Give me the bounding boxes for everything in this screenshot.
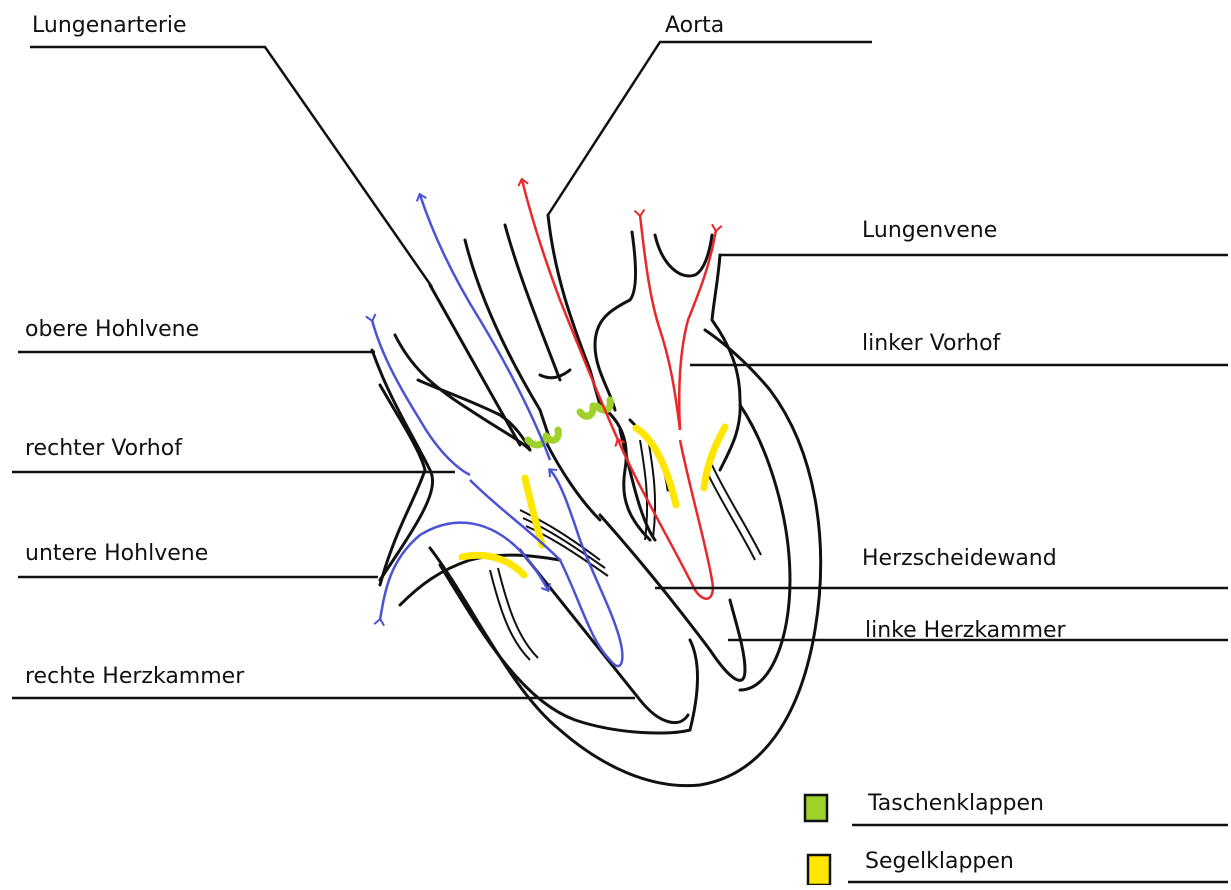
leader-aorta <box>548 42 872 215</box>
pocket-valve-aortic-1 <box>580 406 593 416</box>
sail-valve-tricuspid-2 <box>462 555 524 575</box>
label-rechter-vorhof: rechter Vorhof <box>25 436 183 461</box>
sail-valve-mitral-2 <box>704 427 725 488</box>
arterial-flow-vein-right <box>679 230 716 430</box>
pulmonary-vein-inner <box>655 235 712 276</box>
heart-inner-wall <box>440 565 698 733</box>
legend-swatch-segelklappen <box>808 855 830 885</box>
sail-valve-mitral-1 <box>636 428 676 505</box>
pulmonary-artery-right-wall <box>465 240 550 440</box>
aorta-arch-base <box>540 370 570 378</box>
legend-swatch-taschenklappen <box>805 795 827 821</box>
label-linke-herzkammer: linke Herzkammer <box>865 618 1067 643</box>
label-obere-hohlvene: obere Hohlvene <box>25 317 199 342</box>
aorta-right-wall <box>600 405 650 540</box>
right-atrium-top <box>418 380 530 450</box>
label-untere-hohlvene: untere Hohlvene <box>25 541 208 566</box>
legend-label-segelklappen: Segelklappen <box>865 849 1014 874</box>
inferior-vena-cava-wall <box>400 555 560 605</box>
septum-line-left <box>545 440 600 520</box>
label-lungenarterie: Lungenarterie <box>32 13 187 38</box>
legend: Taschenklappen Segelklappen <box>805 791 1044 885</box>
label-aorta: Aorta <box>665 13 724 38</box>
valves <box>462 400 725 575</box>
venous-flow-ventricle <box>470 470 622 666</box>
label-lungenvene: Lungenvene <box>862 218 997 243</box>
right-ventricle-wall <box>520 550 688 723</box>
label-rechte-herzkammer: rechte Herzkammer <box>25 664 245 689</box>
heart-outline <box>372 215 821 786</box>
label-herzscheidewand: Herzscheidewand <box>862 546 1057 571</box>
legend-label-taschenklappen: Taschenklappen <box>867 791 1044 816</box>
leader-lungenarterie <box>30 47 432 287</box>
label-linker-vorhof: linker Vorhof <box>862 331 1002 356</box>
pulmonary-vein-left-wall <box>595 232 636 410</box>
label-lines <box>12 42 1228 882</box>
